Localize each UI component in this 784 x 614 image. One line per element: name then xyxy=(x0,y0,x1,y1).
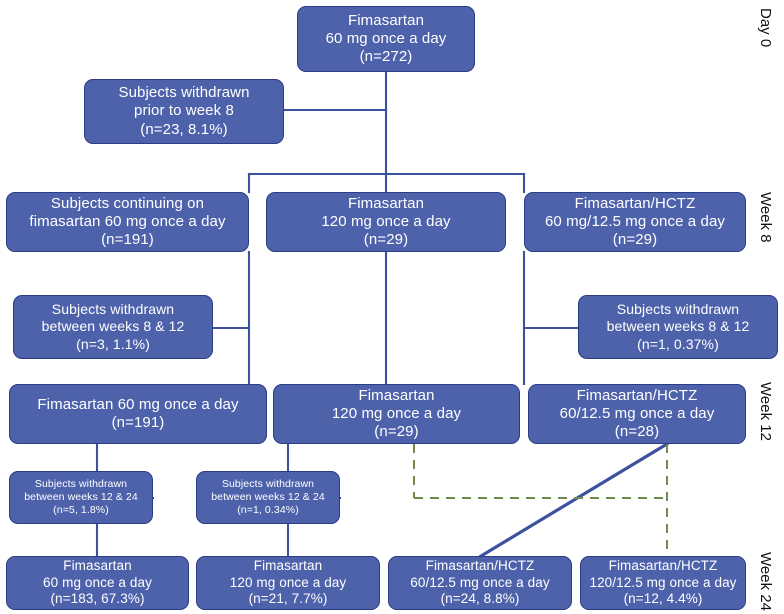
node-line: between weeks 8 & 12 xyxy=(41,318,185,335)
node-line: Subjects withdrawn xyxy=(51,301,175,318)
node-line: Fimasartan xyxy=(347,11,425,29)
node-week12-fimasartan-hctz-60-12-5[interactable]: Fimasartan/HCTZ 60/12.5 mg once a day (n… xyxy=(528,384,746,444)
node-line: (n=191) xyxy=(101,231,154,249)
node-week8-continuing-fimasartan-60[interactable]: Subjects continuing on fimasartan 60 mg … xyxy=(6,192,249,252)
node-line: (n=183, 67.3%) xyxy=(50,591,145,607)
node-line: 120 mg once a day xyxy=(331,404,462,422)
node-line: (n=28) xyxy=(614,423,660,441)
node-line: prior to week 8 xyxy=(134,102,234,120)
node-week24-fimasartan-120[interactable]: Fimasartan 120 mg once a day (n=21, 7.7%… xyxy=(196,556,380,610)
node-line: Subjects withdrawn xyxy=(118,84,250,102)
node-line: fimasartan 60 mg once a day xyxy=(29,212,226,230)
node-line: Subjects withdrawn xyxy=(221,478,315,491)
node-line: (n=12, 4.4%) xyxy=(623,591,703,607)
node-line: Fimasartan xyxy=(63,558,132,574)
stage-label-week-24: Week 24 xyxy=(757,552,774,611)
node-line: Fimasartan/HCTZ xyxy=(608,558,718,574)
node-line: (n=1, 0.34%) xyxy=(237,503,299,516)
node-line: (n=5, 1.8%) xyxy=(53,503,109,516)
node-line: 60/12.5 mg once a day xyxy=(559,404,715,422)
node-line: (n=29) xyxy=(374,423,419,441)
node-line: (n=23, 8.1%) xyxy=(140,120,228,138)
stage-label-week-8: Week 8 xyxy=(757,192,774,243)
node-line: between weeks 12 & 24 xyxy=(24,491,138,504)
node-line: 120/12.5 mg once a day xyxy=(589,574,737,590)
node-line: 120 mg once a day xyxy=(321,212,451,230)
node-line: (n=272) xyxy=(359,48,413,66)
node-withdrawn-prior-week-8[interactable]: Subjects withdrawn prior to week 8 (n=23… xyxy=(84,79,284,144)
node-week24-fimasartan-hctz-120-12-5[interactable]: Fimasartan/HCTZ 120/12.5 mg once a day (… xyxy=(580,556,746,610)
node-line: between weeks 12 & 24 xyxy=(211,491,325,504)
node-week12-fimasartan-120[interactable]: Fimasartan 120 mg once a day (n=29) xyxy=(273,384,520,444)
node-line: Fimasartan xyxy=(347,194,425,212)
node-week24-fimasartan-hctz-60-12-5[interactable]: Fimasartan/HCTZ 60/12.5 mg once a day (n… xyxy=(388,556,572,610)
node-week8-fimasartan-120[interactable]: Fimasartan 120 mg once a day (n=29) xyxy=(266,192,506,252)
node-line: Fimasartan/HCTZ xyxy=(425,558,535,574)
node-baseline-fimasartan-60[interactable]: Fimasartan 60 mg once a day (n=272) xyxy=(297,6,475,72)
node-week8-fimasartan-hctz-60-12-5[interactable]: Fimasartan/HCTZ 60 mg/12.5 mg once a day… xyxy=(524,192,746,252)
node-line: (n=29) xyxy=(363,231,409,249)
node-line: Fimasartan/HCTZ xyxy=(576,386,698,404)
node-line: (n=24, 8.8%) xyxy=(440,591,520,607)
node-withdrawn-weeks-12-24-left[interactable]: Subjects withdrawn between weeks 12 & 24… xyxy=(9,471,153,524)
node-line: Fimasartan xyxy=(253,558,323,574)
node-line: Subjects withdrawn xyxy=(616,301,740,318)
node-line: (n=1, 0.37%) xyxy=(637,335,719,352)
stage-label-day-0: Day 0 xyxy=(757,8,774,48)
node-line: Subjects continuing on xyxy=(50,194,205,212)
node-line: 120 mg once a day xyxy=(229,574,347,590)
node-line: (n=29) xyxy=(612,231,658,249)
node-line: 60 mg once a day xyxy=(43,574,152,590)
node-line: between weeks 8 & 12 xyxy=(606,318,750,335)
stage-label-week-12: Week 12 xyxy=(757,382,774,441)
node-withdrawn-weeks-8-12-left[interactable]: Subjects withdrawn between weeks 8 & 12 … xyxy=(13,295,213,359)
node-line: Subjects withdrawn xyxy=(34,478,128,491)
node-line: 60 mg/12.5 mg once a day xyxy=(544,212,725,230)
node-week12-fimasartan-60[interactable]: Fimasartan 60 mg once a day (n=191) xyxy=(9,384,267,444)
node-line: Fimasartan/HCTZ xyxy=(574,194,696,212)
node-line: Fimasartan 60 mg once a day xyxy=(37,395,239,413)
node-week24-fimasartan-60[interactable]: Fimasartan 60 mg once a day (n=183, 67.3… xyxy=(6,556,189,610)
node-line: (n=3, 1.1%) xyxy=(76,335,150,352)
node-line: Fimasartan xyxy=(358,386,435,404)
node-line: 60/12.5 mg once a day xyxy=(410,574,550,590)
wire-week12-right-to-week24-c-diagonal xyxy=(478,441,670,559)
node-line: (n=21, 7.7%) xyxy=(248,591,328,607)
node-line: (n=191) xyxy=(111,414,165,431)
node-withdrawn-weeks-12-24-mid[interactable]: Subjects withdrawn between weeks 12 & 24… xyxy=(196,471,340,524)
node-line: 60 mg once a day xyxy=(325,29,447,47)
node-withdrawn-weeks-8-12-right[interactable]: Subjects withdrawn between weeks 8 & 12 … xyxy=(578,295,778,359)
